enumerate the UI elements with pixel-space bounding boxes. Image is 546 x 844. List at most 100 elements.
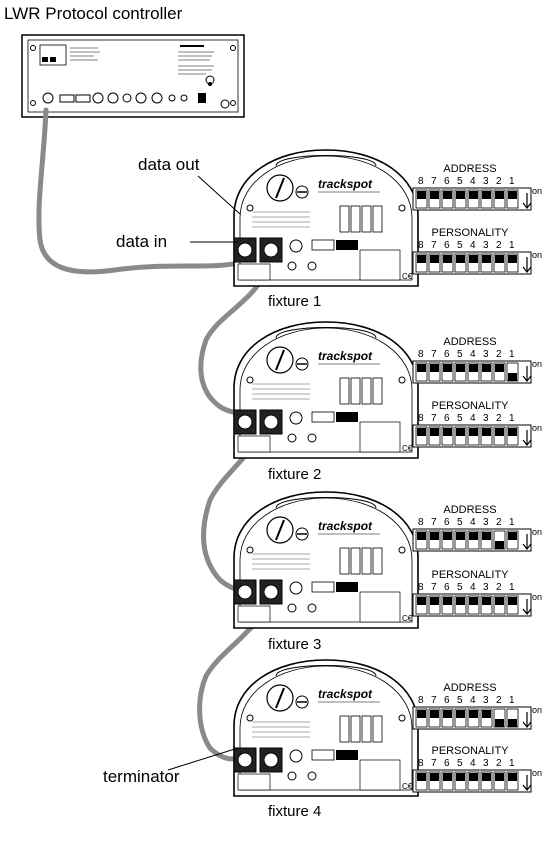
dip-number-4: 4 — [470, 240, 476, 251]
dip-number-8: 8 — [418, 240, 424, 251]
dip-switch-6-lever — [443, 710, 452, 718]
dip-1-address-title: ADDRESS — [443, 163, 497, 175]
dip-switch-4-lever — [469, 428, 478, 436]
dip-number-8: 8 — [418, 582, 424, 593]
xlr-out-socket — [263, 242, 279, 258]
dip-number-3: 3 — [483, 176, 489, 187]
dip-switch-5-lever — [456, 191, 465, 199]
dip-switch-5-lever — [456, 710, 465, 718]
dip-number-2: 2 — [496, 758, 502, 769]
fixture-label-1: fixture 1 — [268, 293, 322, 310]
down-arrow-head — [522, 266, 532, 273]
terminal-block-dark — [336, 582, 358, 592]
dip-switch-4-lever — [469, 255, 478, 263]
down-arrow-head — [522, 202, 532, 209]
dip-3-address-title: ADDRESS — [443, 504, 497, 516]
dip-2-personality-title: PERSONALITY — [431, 400, 509, 412]
dip-number-7: 7 — [431, 758, 437, 769]
dip-number-2: 2 — [496, 582, 502, 593]
dip-switch-8-lever — [417, 428, 426, 436]
dip-number-1: 1 — [509, 582, 515, 593]
terminal-block-dark — [336, 412, 358, 422]
switch-icon — [307, 261, 317, 271]
brand-logo: trackspot — [318, 349, 373, 363]
dip-switch-1-lever — [508, 597, 517, 605]
dip-on-label: on — [532, 423, 543, 433]
dip-switch-7-lever — [430, 710, 439, 718]
dip-number-1: 1 — [509, 176, 515, 187]
spec-plate — [359, 591, 401, 623]
din-connector-icon — [289, 749, 303, 763]
dip-number-4: 4 — [470, 582, 476, 593]
dip-number-8: 8 — [418, 517, 424, 528]
dip-number-3: 3 — [483, 240, 489, 251]
fuse-box — [372, 715, 383, 743]
dip-number-2: 2 — [496, 695, 502, 706]
dip-number-6: 6 — [444, 349, 450, 360]
dip-4-personality-title: PERSONALITY — [431, 745, 509, 757]
ce-mark-icon: C€ — [402, 272, 413, 281]
dip-3-personality-title: PERSONALITY — [431, 569, 509, 581]
dip-number-3: 3 — [483, 413, 489, 424]
dip-switch-2-lever — [495, 191, 504, 199]
dip-switch-4-lever — [469, 773, 478, 781]
dip-number-5: 5 — [457, 240, 463, 251]
screw-icon — [246, 546, 254, 554]
switch-icon — [307, 433, 317, 443]
fuse-box — [361, 715, 372, 743]
dip-number-7: 7 — [431, 349, 437, 360]
dip-number-1: 1 — [509, 758, 515, 769]
dip-switch-6-lever — [443, 255, 452, 263]
dip-number-6: 6 — [444, 582, 450, 593]
screw-icon — [246, 376, 254, 384]
dip-number-7: 7 — [431, 413, 437, 424]
dip-number-1: 1 — [509, 349, 515, 360]
dip-switch-1-lever — [508, 373, 517, 381]
ce-mark-icon: C€ — [402, 614, 413, 623]
dip-switch-2-lever — [495, 597, 504, 605]
dial-needle — [275, 519, 285, 541]
down-arrow-head — [522, 543, 532, 550]
dip-switch-8-lever — [417, 191, 426, 199]
dip-1-personality-title: PERSONALITY — [431, 227, 509, 239]
info-plate — [237, 605, 271, 623]
info-plate — [237, 773, 271, 791]
dip-switch-6-lever — [443, 428, 452, 436]
dip-switch-1-lever — [508, 428, 517, 436]
callout-leaders — [167, 175, 241, 771]
fuse-box — [350, 377, 361, 405]
dip-2-address-switch — [412, 360, 532, 384]
fuse-box — [350, 715, 361, 743]
dip-number-5: 5 — [457, 758, 463, 769]
dip-number-7: 7 — [431, 582, 437, 593]
dip-on-label: on — [532, 705, 543, 715]
dip-switch-1-lever — [508, 773, 517, 781]
dip-number-4: 4 — [470, 758, 476, 769]
fuse-box — [350, 205, 361, 233]
brand-logo: trackspot — [318, 687, 373, 701]
dip-number-8: 8 — [418, 349, 424, 360]
lamp-icon — [287, 261, 297, 271]
dip-switch-8-lever — [417, 532, 426, 540]
down-arrow-head — [522, 608, 532, 615]
fixture-housing-inner — [239, 665, 413, 791]
fixture-handle — [275, 327, 377, 339]
dip-switch-8-lever — [417, 364, 426, 372]
dip-2-personality-switch — [412, 424, 532, 448]
dip-switch-3-lever — [482, 191, 491, 199]
dip-on-label: on — [532, 527, 543, 537]
down-arrow-head — [522, 375, 532, 382]
fuse-box — [361, 377, 372, 405]
ce-mark-icon: C€ — [402, 444, 413, 453]
dip-switch-5-lever — [456, 597, 465, 605]
dip-switch-3-lever — [482, 710, 491, 718]
dip-switch-2-lever — [495, 428, 504, 436]
dip-on-label: on — [532, 592, 543, 602]
dip-number-6: 6 — [444, 517, 450, 528]
dip-switch-8-lever — [417, 773, 426, 781]
dip-switch-3-lever — [482, 428, 491, 436]
dip-number-7: 7 — [431, 695, 437, 706]
